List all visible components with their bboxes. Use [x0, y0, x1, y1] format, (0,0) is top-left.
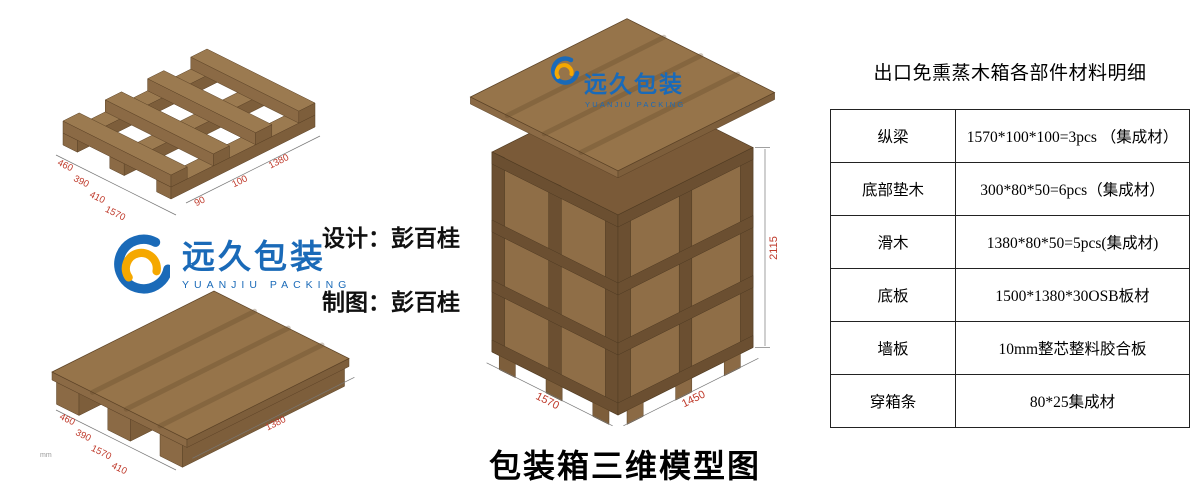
parts-table-section: 出口免熏蒸木箱各部件材料明细 纵梁 1570*100*100=3pcs （集成材…: [830, 58, 1190, 428]
dim-label: 390: [72, 173, 91, 190]
part-name-cell: 底板: [830, 268, 956, 322]
page-title: 包装箱三维模型图: [488, 448, 761, 484]
table-row: 底部垫木 300*80*50=6pcs（集成材）: [830, 162, 1190, 216]
crate-lid: 远久包装 YUANJIU PACKING: [469, 18, 776, 179]
table-row: 滑木 1380*80*50=5pcs(集成材): [830, 215, 1190, 269]
dim-label: 410: [110, 460, 129, 477]
dim-label: 1380: [267, 152, 291, 171]
part-name-cell: 滑木: [830, 215, 956, 269]
parts-table-title: 出口免熏蒸木箱各部件材料明细: [873, 63, 1147, 84]
part-name-cell: 墙板: [830, 321, 956, 375]
part-spec-cell: 1500*1380*30OSB板材: [955, 268, 1190, 322]
lid-logo: 远久包装 YUANJIU PACKING: [551, 56, 685, 109]
company-logo: 远久包装 YUANJIU PACKING: [108, 234, 351, 296]
crate-battens: [491, 147, 754, 416]
part-spec-cell: 80*25集成材: [955, 374, 1190, 428]
dim-label: 90: [193, 194, 207, 209]
table-row: 墙板 10mm整芯整料胶合板: [830, 321, 1190, 375]
part-spec-cell: 1570*100*100=3pcs （集成材）: [955, 109, 1190, 163]
logo-name-cn: 远久包装: [584, 71, 684, 97]
dim-label: 1570: [103, 204, 127, 223]
part-name-cell: 底部垫木: [830, 162, 956, 216]
logo-swoosh-icon: [551, 56, 580, 85]
table-row: 穿箱条 80*25集成材: [830, 374, 1190, 428]
logo-name-en: YUANJIU PACKING: [585, 100, 685, 109]
part-name-cell: 纵梁: [830, 109, 956, 163]
part-name-cell: 穿箱条: [830, 374, 956, 428]
dim-label: 460: [58, 411, 77, 428]
pallet-deck-drawing: 460 390 1570 410 1380: [51, 290, 355, 477]
table-row: 底板 1500*1380*30OSB板材: [830, 268, 1190, 322]
part-spec-cell: 1380*80*50=5pcs(集成材): [955, 215, 1190, 269]
pallet-frame-drawing: 460 390 410 1570 90 100 1380: [56, 48, 321, 223]
logo-name-en: YUANJIU PACKING: [182, 278, 352, 291]
dim-label: 460: [56, 157, 75, 174]
credits-block: 设计：彭百桂 制图：彭百桂: [322, 219, 460, 317]
logo-name-cn: 远久包装: [182, 238, 326, 276]
corner-note: mm: [40, 452, 52, 459]
logo-swoosh-icon: [114, 234, 170, 294]
dim-label: 390: [74, 427, 93, 444]
crate-feet: [498, 353, 741, 425]
parts-table: 纵梁 1570*100*100=3pcs （集成材） 底部垫木 300*80*5…: [830, 109, 1190, 428]
design-credit: 设计：彭百桂: [322, 225, 460, 251]
dim-label: 100: [230, 173, 249, 190]
pallet-deck-board: [51, 290, 350, 448]
table-row: 纵梁 1570*100*100=3pcs （集成材）: [830, 109, 1190, 163]
part-spec-cell: 300*80*50=6pcs（集成材）: [955, 162, 1190, 216]
pallet-frame-cross-boards: [62, 48, 316, 188]
crate-drawing: 远久包装 YUANJIU PACKING 2115 1450 1570: [469, 18, 780, 427]
dim-label: 1570: [89, 443, 113, 462]
part-spec-cell: 10mm整芯整料胶合板: [955, 321, 1190, 375]
logo-text: 远久包装 YUANJIU PACKING: [182, 238, 352, 291]
drafting-credit: 制图：彭百桂: [322, 289, 460, 315]
dim-label: 410: [88, 189, 107, 206]
dim-label-height: 2115: [768, 236, 780, 260]
